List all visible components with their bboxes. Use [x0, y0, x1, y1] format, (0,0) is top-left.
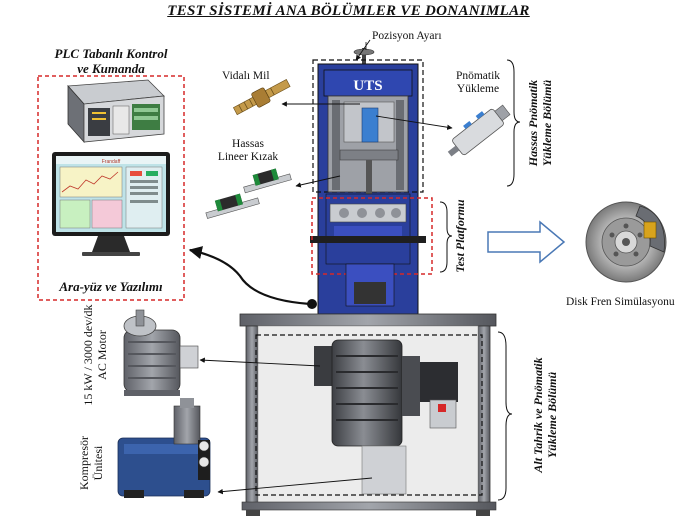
lower-section-brace — [497, 331, 513, 501]
alt-tahrik-line2: Yükleme Bölümü — [545, 371, 559, 459]
kompresor-line1: Kompresör — [77, 436, 91, 490]
arrow-interface-dot — [307, 299, 317, 309]
plc-label-line1: PLC Tabanlı Kontrol — [54, 46, 168, 61]
uts-label: UTS — [353, 78, 382, 94]
hassas-pnomatik-line1: Hassas Pnömatik — [526, 79, 540, 167]
screen-title: Frandaff — [102, 159, 121, 165]
arrow-pnomatik — [375, 115, 453, 130]
vidali-mil-label: Vidalı Mil — [222, 70, 270, 82]
linear-guides — [205, 168, 292, 219]
pnomatik-line2: Yükleme — [456, 83, 500, 95]
hassas-kizak-line2: Lineer Kızak — [217, 151, 279, 163]
pneumatic-cylinder — [447, 104, 511, 157]
arrow-interface — [188, 246, 311, 306]
monitor — [52, 152, 170, 256]
hassas-pnomatik-section-label: Hassas Pnömatik Yükleme Bölümü — [526, 58, 556, 188]
alt-tahrik-line1: Alt Tahrik ve Pnömatik — [531, 357, 545, 473]
ac-motor-label: 15 kW / 3000 dev/dk AC Motor — [81, 295, 111, 415]
plc-dashed-box — [37, 75, 185, 301]
test-platform-brace — [439, 201, 453, 273]
pozisyon-label: Pozisyon Ayarı — [372, 30, 442, 42]
test-platformu-label: Test Platformu — [453, 199, 467, 273]
lower-motor — [314, 339, 458, 495]
ac-motor-line1: 15 kW / 3000 dev/dk — [81, 304, 95, 406]
arrow-ac-motor — [199, 357, 321, 367]
compressor-unit — [117, 398, 211, 498]
pnomatik-label: Pnömatik Yükleme — [440, 70, 516, 96]
upper-section-brace — [506, 59, 521, 187]
disk-fren-label: Disk Fren Simülasyonu — [566, 296, 675, 308]
ac-motor-line2: AC Motor — [95, 330, 109, 380]
plc-label-line2: ve Kumanda — [77, 61, 145, 76]
ac-motor — [123, 309, 199, 396]
position-knob — [353, 48, 375, 66]
pnomatik-line1: Pnömatik — [455, 70, 501, 82]
diagram-title: TEST SİSTEMİ ANA BÖLÜMLER VE DONANIMLAR — [167, 3, 530, 19]
lead-screw — [232, 79, 291, 116]
plc-label: PLC Tabanlı Kontrol ve Kumanda — [38, 46, 184, 76]
hollow-arrow — [487, 220, 566, 264]
lower-dashed-box — [255, 334, 483, 496]
interface-label: Ara-yüz ve Yazılımı — [59, 279, 163, 294]
disk-brake — [585, 201, 667, 283]
hassas-kizak-line1: Hassas — [232, 138, 264, 150]
hassas-kizak-label: Hassas Lineer Kızak — [198, 138, 298, 164]
kompresor-label: Kompresör Ünitesi — [77, 423, 107, 503]
arrow-pozisyon — [355, 39, 371, 61]
arrow-hassas-kizak — [295, 175, 341, 188]
alt-tahrik-section-label: Alt Tahrik ve Pnömatik Yükleme Bölümü — [531, 335, 561, 495]
plc-unit — [67, 79, 165, 144]
arrow-compressor — [217, 477, 373, 495]
kompresor-line2: Ünitesi — [91, 445, 105, 481]
hassas-pnomatik-line2: Yükleme Bölümü — [540, 79, 554, 167]
